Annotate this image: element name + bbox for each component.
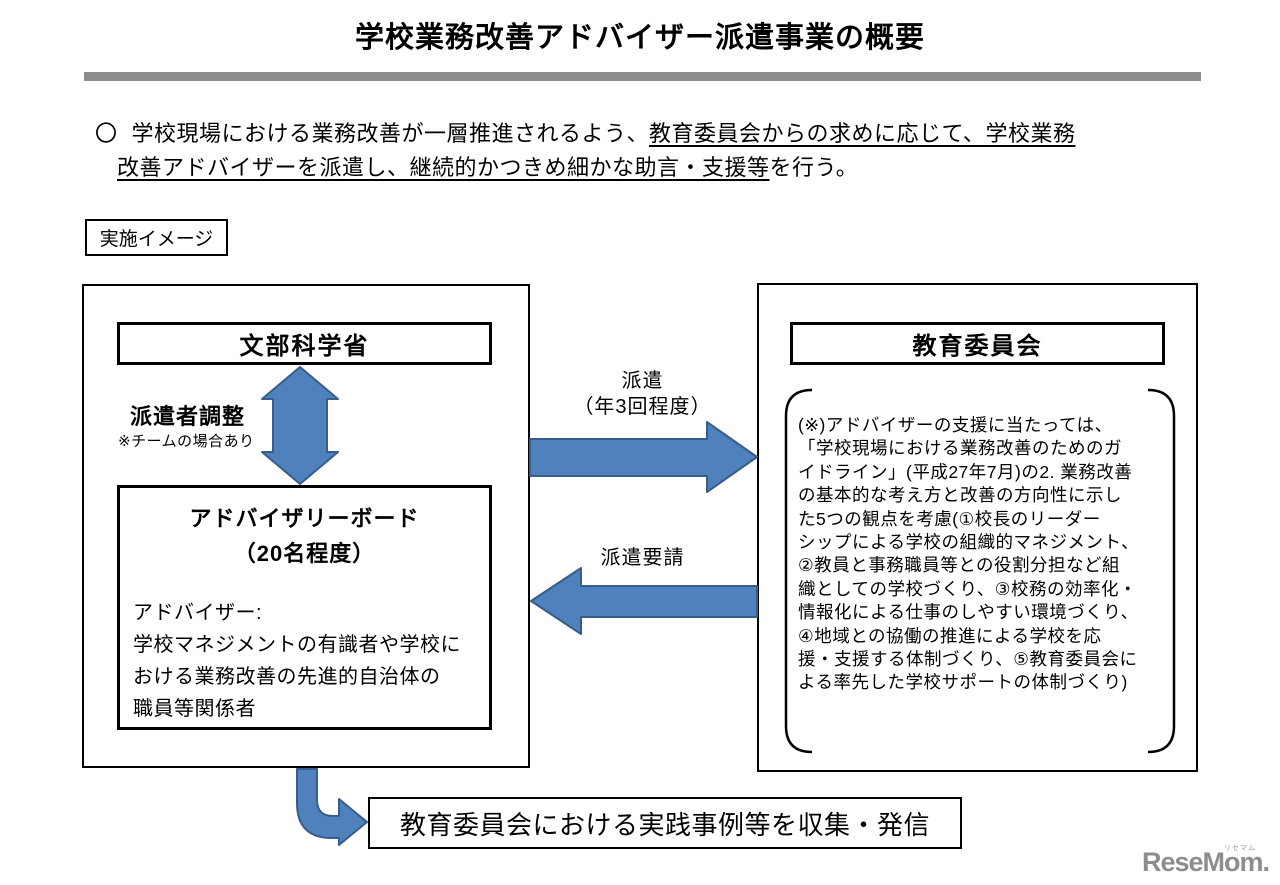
resemom-logo: ReseMom. bbox=[1142, 847, 1270, 877]
coordination-note: ※チームの場合あり bbox=[118, 433, 255, 450]
advisory-board-box: アドバイザリーボード（20名程度） アドバイザー:学校マネジメントの有識者や学校… bbox=[117, 485, 492, 730]
mext-box: 文部科学省 bbox=[117, 322, 492, 365]
title-divider bbox=[84, 72, 1201, 81]
intro-line-2: 改善アドバイザーを派遣し、継続的かつきめ細かな助言・支援等を行う。 bbox=[95, 151, 1205, 185]
section-label-text: 実施イメージ bbox=[99, 229, 214, 250]
intro-text-underlined: 教育委員会からの求めに応じて、 bbox=[649, 121, 986, 146]
section-label-box: 実施イメージ bbox=[85, 219, 228, 256]
advisory-board-title: アドバイザリーボード（20名程度） bbox=[189, 506, 420, 566]
collect-elbow-arrow bbox=[296, 768, 368, 846]
advisory-board-body: アドバイザー:学校マネジメントの有識者や学校における業務改善の先進的自治体の職員… bbox=[133, 602, 461, 720]
advisor-support-note: (※)アドバイザーの支援に当たっては、「学校現場における業務改善のためのガイドラ… bbox=[798, 415, 1140, 693]
board-of-education-group-box bbox=[757, 283, 1198, 772]
board-of-education-label: 教育委員会 bbox=[912, 333, 1043, 360]
intro-text-underlined: 学校業務 bbox=[985, 121, 1076, 146]
request-arrow-shape bbox=[530, 567, 758, 635]
resemom-ruby: リセマム bbox=[1224, 845, 1256, 852]
mext-label: 文部科学省 bbox=[239, 333, 370, 360]
request-arrow-label: 派遣要請 bbox=[600, 547, 685, 569]
intro-text-underlined: 改善アドバイザーを派遣し、継続的かつきめ細かな助言・支援等 bbox=[117, 155, 770, 180]
resemom-watermark: リセマム ReseMom. bbox=[1142, 845, 1272, 881]
mext-group-box bbox=[82, 284, 530, 768]
collect-publish-box: 教育委員会における実践事例等を収集・発信 bbox=[368, 797, 962, 849]
collect-publish-label: 教育委員会における実践事例等を収集・発信 bbox=[399, 809, 930, 840]
intro-text-plain: 学校現場における業務改善が一層推進されるよう、 bbox=[131, 121, 650, 146]
intro-text-plain: を行う。 bbox=[769, 155, 859, 180]
dispatch-arrow-label: 派遣（年3回程度） bbox=[573, 370, 712, 418]
board-of-education-box: 教育委員会 bbox=[790, 322, 1165, 365]
dispatch-arrow-shape bbox=[529, 421, 758, 493]
intro-line-1: 〇学校現場における業務改善が一層推進されるよう、教育委員会からの求めに応じて、学… bbox=[95, 117, 1205, 151]
intro-bullet: 〇 bbox=[95, 121, 118, 146]
intro-paragraph: 〇学校現場における業務改善が一層推進されるよう、教育委員会からの求めに応じて、学… bbox=[95, 117, 1205, 185]
page-title: 学校業務改善アドバイザー派遣事業の概要 bbox=[354, 22, 925, 54]
coordination-label: 派遣者調整 bbox=[130, 404, 246, 429]
